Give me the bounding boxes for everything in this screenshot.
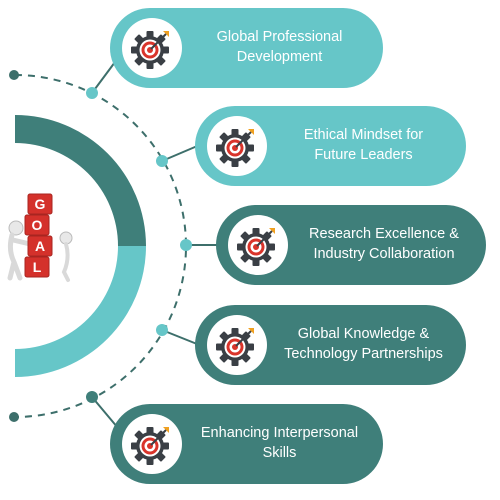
goal-block-letter: O <box>32 217 43 233</box>
arrow-shaft <box>150 429 167 446</box>
gear-target-icon <box>237 228 275 266</box>
goal-item-1-badge <box>122 18 182 78</box>
goal-block: L <box>24 256 50 278</box>
guide-end-dot-bottom <box>9 412 19 422</box>
ring-bottom-arc <box>15 246 146 377</box>
goal-item-5: Enhancing Interpersonal Skills <box>110 404 383 484</box>
goal-block: O <box>24 214 50 236</box>
connector-dot-1 <box>86 87 98 99</box>
goal-item-4: Global Knowledge & Technology Partnershi… <box>195 305 466 385</box>
connector-dot-4 <box>156 324 168 336</box>
figure-body <box>7 232 33 281</box>
goal-block: G <box>27 193 53 215</box>
goal-item-1: Global Professional Development <box>110 8 383 88</box>
figure-head <box>8 220 24 236</box>
gear-target-icon <box>131 427 169 465</box>
arrow-fletch <box>163 427 169 433</box>
gear-target-icon <box>131 31 169 69</box>
figure-body-right <box>61 242 70 282</box>
goal-item-4-label: Global Knowledge & Technology Partnershi… <box>284 326 443 362</box>
goal-item-3-badge <box>228 215 288 275</box>
goal-item-2-label: Ethical Mindset for Future Leaders <box>303 127 424 163</box>
goal-item-2: Ethical Mindset for Future Leaders <box>195 106 466 186</box>
ring-top-arc <box>15 115 146 246</box>
connector-dot-2 <box>156 155 168 167</box>
arrow-shaft <box>150 33 167 50</box>
goal-item-5-badge <box>122 414 182 474</box>
goal-item-1-label: Global Professional Development <box>216 29 343 65</box>
connector-dot-5 <box>86 391 98 403</box>
arrow-fletch <box>248 129 254 135</box>
arrow-fletch <box>163 31 169 37</box>
arrow-fletch <box>248 328 254 334</box>
goal-item-4-badge <box>207 315 267 375</box>
guide-end-dot-top <box>9 70 19 80</box>
goal-block: A <box>27 235 53 257</box>
arrow-fletch <box>269 228 275 234</box>
goal-item-2-badge <box>207 116 267 176</box>
goal-item-3: Research Excellence & Industry Collabora… <box>216 205 486 285</box>
gear-target-icon <box>216 328 254 366</box>
goal-item-3-label: Research Excellence & Industry Collabora… <box>309 226 459 262</box>
goal-block-letter: A <box>35 238 45 254</box>
gear-target-icon <box>216 129 254 167</box>
goal-block-letter: G <box>35 196 46 212</box>
connector-line-5 <box>91 396 119 429</box>
goal-block-letter: L <box>33 259 42 275</box>
arrow-shaft <box>235 131 252 148</box>
arrow-shaft <box>235 330 252 347</box>
connector-dot-3 <box>180 239 192 251</box>
arrow-shaft <box>256 230 273 247</box>
goal-item-5-label: Enhancing Interpersonal Skills <box>200 425 359 461</box>
